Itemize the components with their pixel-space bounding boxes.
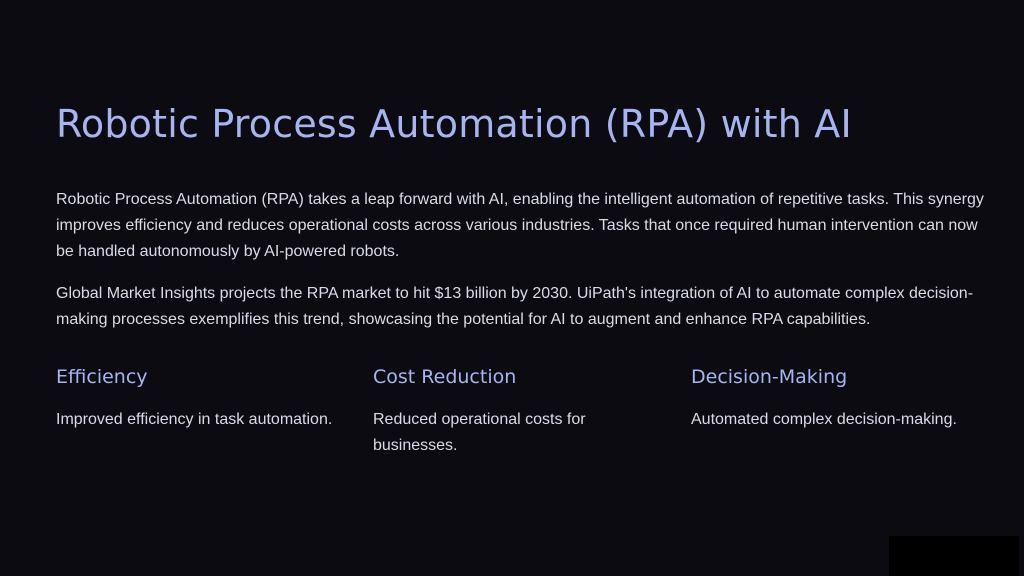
corner-block	[889, 536, 1019, 576]
benefit-text: Improved efficiency in task automation.	[56, 411, 333, 428]
benefit-text: Reduced operational costs for businesses…	[373, 411, 586, 454]
benefit-heading: Cost Reduction	[373, 366, 517, 388]
benefit-heading: Decision-Making	[691, 366, 848, 388]
market-paragraph: Global Market Insights projects the RPA …	[56, 285, 974, 328]
slide-title: Robotic Process Automation (RPA) with AI	[56, 102, 852, 146]
benefit-column-cost-reduction: Cost Reduction Reduced operational costs…	[373, 363, 673, 459]
benefit-heading: Efficiency	[56, 366, 148, 388]
benefit-column-efficiency: Efficiency Improved efficiency in task a…	[56, 363, 356, 433]
intro-paragraph: Robotic Process Automation (RPA) takes a…	[56, 191, 984, 260]
benefit-column-decision-making: Decision-Making Automated complex decisi…	[691, 363, 991, 433]
benefit-text: Automated complex decision-making.	[691, 411, 957, 428]
